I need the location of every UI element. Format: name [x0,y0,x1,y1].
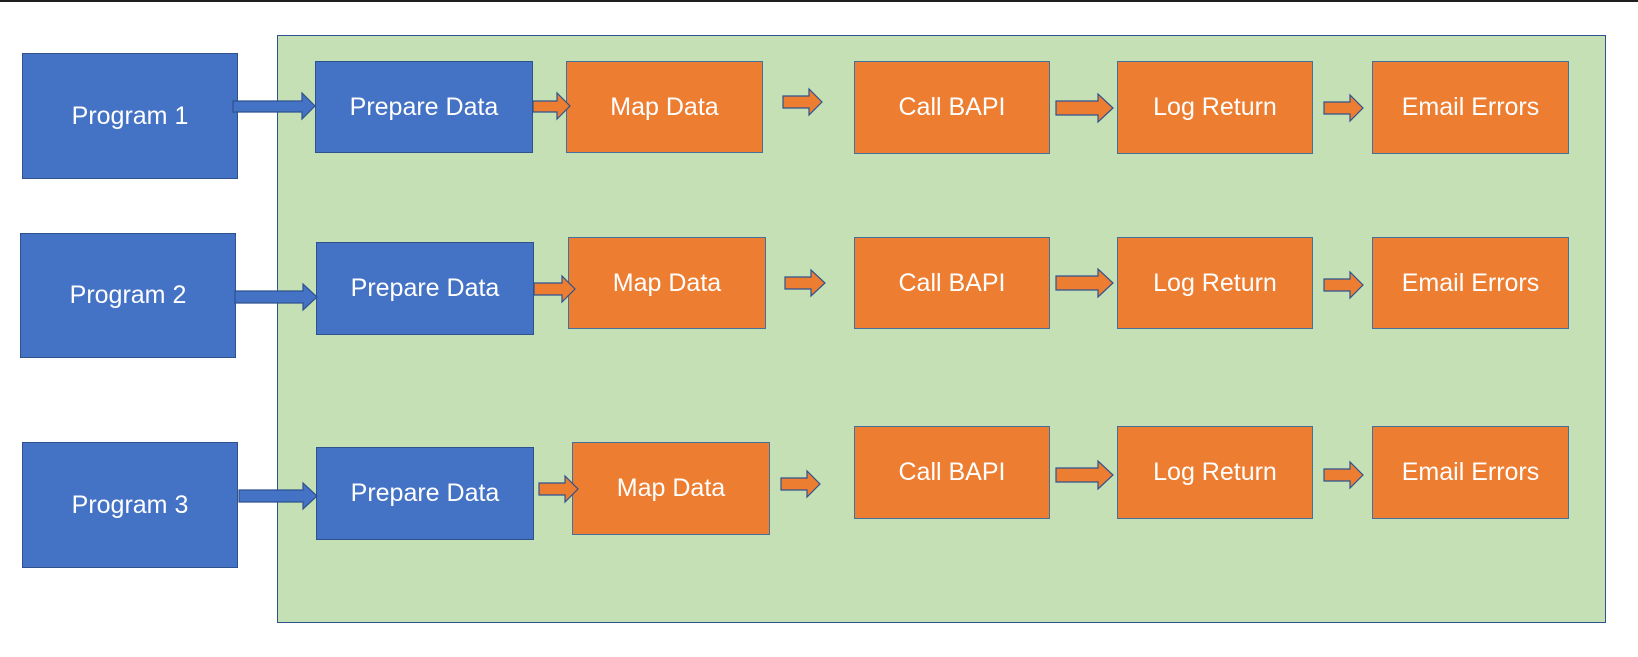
row-1-prepare-to-map-arrow [532,91,571,121]
row-3-bapi-to-log-arrow [1055,459,1114,491]
row-2-prepare-data-box: Prepare Data [316,242,534,335]
row-1-map-data-label: Map Data [610,92,719,121]
row-3-prepare-to-map-arrow [538,474,579,504]
row-3-email-errors-label: Email Errors [1401,458,1540,486]
row-1-map-to-bapi-arrow [782,87,823,117]
program-2-box: Program 2 [20,233,236,358]
row-2-log-return-label: Log Return [1153,268,1277,297]
program-2-label: Program 2 [69,281,187,309]
row-1-log-return-box: Log Return [1117,61,1313,154]
program-2-to-prepare-arrow [234,282,318,312]
row-3-prepare-data-box: Prepare Data [316,447,534,540]
row-3-log-return-box: Log Return [1117,426,1313,519]
row-2-call-bapi-box: Call BAPI [854,237,1050,329]
row-2-map-to-bapi-arrow [784,268,826,298]
row-2-prepare-to-map-arrow [533,274,576,304]
row-3-map-data-label: Map Data [616,474,726,502]
row-3-log-return-label: Log Return [1153,458,1277,486]
row-2-prepare-data-label: Prepare Data [350,274,500,302]
row-1-log-return-label: Log Return [1153,93,1277,121]
program-3-to-prepare-arrow [238,481,318,511]
program-3-label: Program 3 [71,490,189,519]
row-1-call-bapi-label: Call BAPI [898,93,1006,121]
row-3-map-data-box: Map Data [572,442,770,535]
row-2-map-data-label: Map Data [612,268,722,297]
program-1-to-prepare-arrow [232,91,316,121]
row-1-map-data-box: Map Data [566,61,763,153]
program-1-label: Program 1 [71,101,189,130]
row-2-email-errors-label: Email Errors [1401,268,1540,297]
row-1-email-errors-box: Email Errors [1372,61,1569,154]
row-2-email-errors-box: Email Errors [1372,237,1569,329]
row-2-log-to-email-arrow [1323,270,1364,300]
row-3-prepare-data-label: Prepare Data [350,479,500,507]
row-3-log-to-email-arrow [1323,460,1364,490]
row-2-bapi-to-log-arrow [1055,267,1114,299]
row-3-map-to-bapi-arrow [780,469,821,499]
row-1-prepare-data-box: Prepare Data [315,61,533,153]
row-1-prepare-data-label: Prepare Data [349,92,499,121]
top-border-line [0,0,1638,2]
row-1-call-bapi-box: Call BAPI [854,61,1050,154]
row-1-log-to-email-arrow [1323,93,1364,123]
program-1-box: Program 1 [22,53,238,179]
row-1-email-errors-label: Email Errors [1401,93,1540,121]
row-3-call-bapi-label: Call BAPI [898,458,1006,486]
program-3-box: Program 3 [22,442,238,568]
row-3-call-bapi-box: Call BAPI [854,426,1050,519]
row-2-map-data-box: Map Data [568,237,766,329]
row-2-call-bapi-label: Call BAPI [898,268,1006,297]
row-1-bapi-to-log-arrow [1055,92,1114,124]
row-2-log-return-box: Log Return [1117,237,1313,329]
row-3-email-errors-box: Email Errors [1372,426,1569,519]
